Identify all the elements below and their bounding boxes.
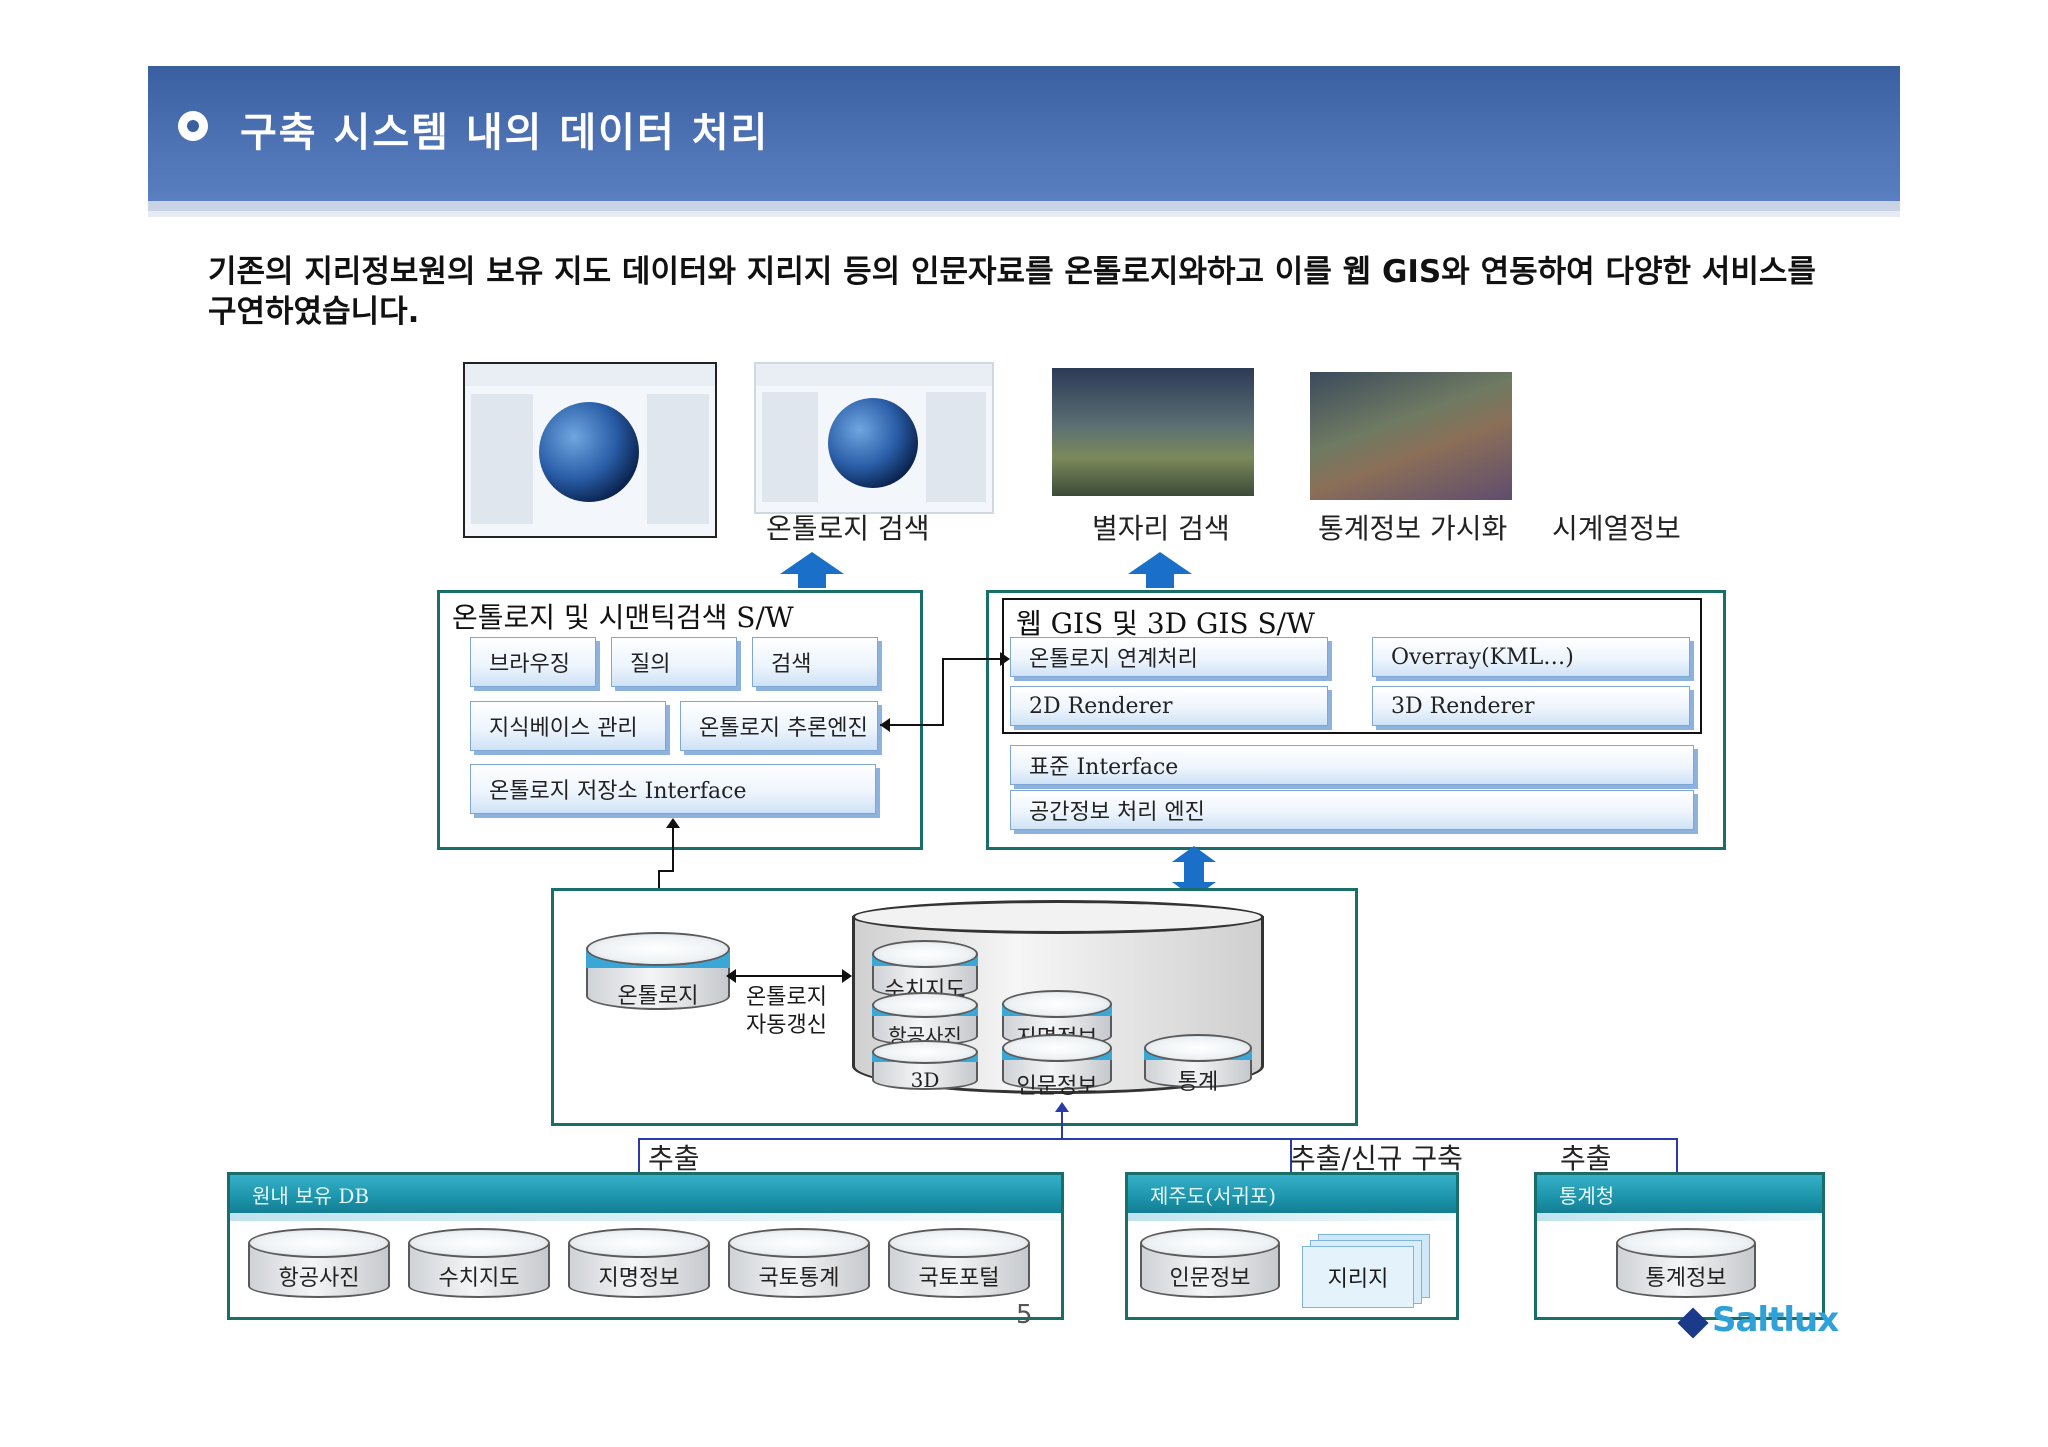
source-item-label: 국토통계 <box>758 1266 840 1291</box>
flow-extract-new-label: 추출/신규 구축 <box>1290 1142 1463 1175</box>
title-banner <box>148 66 1900 201</box>
gis-panel-title: 웹 GIS 및 3D GIS S/W <box>1016 607 1315 640</box>
gis-inner-box <box>1002 598 1702 734</box>
source-cylinder: 국토통계 <box>728 1228 870 1300</box>
ontology-db-label: 온톨로지 <box>617 984 699 1009</box>
source-kostat-title: 통계청 <box>1537 1175 1822 1213</box>
arrow-up-icon <box>780 552 844 574</box>
page-title: 구축 시스템 내의 데이터 처리 <box>240 110 770 156</box>
source-cylinder: 통계정보 <box>1616 1228 1756 1300</box>
extract-line-horizontal <box>638 1138 1678 1140</box>
arrowhead-up-icon <box>666 818 680 828</box>
double-arrow-stem <box>1184 862 1204 882</box>
module-3d-renderer: 3D Renderer <box>1372 686 1690 726</box>
extract-line-vertical <box>1061 1108 1063 1138</box>
double-arrow-up-icon <box>1172 846 1216 862</box>
flow-extract-stats-label: 추출 <box>1560 1142 1612 1175</box>
module-overlay-kml: Overray(KML…) <box>1372 637 1690 677</box>
source-item-label: 항공사진 <box>278 1266 360 1291</box>
3d-cylinder: 3D <box>872 1040 978 1092</box>
brand-logo-text: Saltlux <box>1712 1300 1839 1340</box>
arrow-up-stem <box>798 574 826 588</box>
connector-storage-h <box>658 870 674 872</box>
flow-extract-label: 추출 <box>648 1142 700 1175</box>
connector-storage-down <box>672 822 674 872</box>
arrowhead-right-icon <box>1000 652 1010 666</box>
source-cylinder: 항공사진 <box>248 1228 390 1300</box>
source-item-label: 국토포털 <box>918 1266 1000 1291</box>
connector-horizontal <box>942 658 1008 660</box>
module-query: 질의 <box>611 637 737 687</box>
extract-line-right <box>1676 1138 1678 1174</box>
module-kb-management: 지식베이스 관리 <box>470 701 666 751</box>
extract-line-left <box>638 1138 640 1174</box>
arrowhead-left-icon <box>726 969 736 983</box>
star-search-screenshot <box>1052 368 1254 496</box>
source-cylinder: 인문정보 <box>1140 1228 1280 1300</box>
main-database-top <box>852 900 1264 934</box>
statistics-label: 통계 <box>1177 1070 1219 1095</box>
source-cylinder: 지명정보 <box>568 1228 710 1300</box>
connector-vertical <box>942 658 944 726</box>
module-2d-renderer: 2D Renderer <box>1010 686 1328 726</box>
source-jeju-title: 제주도(서귀포) <box>1128 1175 1456 1213</box>
arrowhead-right-icon <box>842 969 852 983</box>
connector-inference-to-link <box>880 724 942 726</box>
source-cylinder: 수치지도 <box>408 1228 550 1300</box>
page-number: 5 <box>1016 1300 1033 1330</box>
caption-timeseries: 시계열정보 <box>1552 512 1681 545</box>
module-ontology-storage-interface: 온톨로지 저장소 Interface <box>470 764 876 814</box>
arrowhead-up-blue-icon <box>1055 1102 1069 1112</box>
module-inference-engine: 온톨로지 추론엔진 <box>680 701 878 751</box>
portal-screenshot-1 <box>463 362 717 538</box>
source-item-label: 수치지도 <box>438 1266 520 1291</box>
source-item-label: 인문정보 <box>1169 1266 1251 1291</box>
caption-star-search: 별자리 검색 <box>1092 512 1230 545</box>
stats-visual-screenshot <box>1310 372 1512 500</box>
humanities-cylinder: 인문정보 <box>1002 1034 1112 1099</box>
extract-line-mid <box>1290 1138 1292 1174</box>
arrow-up-stem <box>1146 574 1174 588</box>
portal-screenshot-2 <box>754 362 994 514</box>
module-browsing: 브라우징 <box>470 637 596 687</box>
connector-ontology-update <box>732 975 842 977</box>
module-ontology-link: 온톨로지 연계처리 <box>1010 637 1328 677</box>
auto-update-label: 온톨로지 자동갱신 <box>746 985 827 1038</box>
statistics-cylinder: 통계 <box>1144 1034 1252 1095</box>
module-search: 검색 <box>752 637 878 687</box>
circle-bullet-core-icon <box>187 120 199 132</box>
humanities-label: 인문정보 <box>1016 1074 1098 1099</box>
module-spatial-engine: 공간정보 처리 엔진 <box>1010 790 1694 830</box>
source-item-label: 통계정보 <box>1645 1266 1727 1291</box>
ontology-db-cylinder: 온톨로지 <box>586 932 730 1012</box>
module-standard-interface: 표준 Interface <box>1010 745 1694 785</box>
digital-map-cylinder: 수치지도 <box>872 940 978 1003</box>
document-stack-front: 지리지 <box>1302 1246 1414 1308</box>
banner-underline <box>148 201 1900 211</box>
caption-stats-visual: 통계정보 가시화 <box>1318 512 1508 545</box>
ontology-panel-title: 온톨로지 및 시맨틱검색 S/W <box>452 601 794 634</box>
description-text: 기존의 지리정보원의 보유 지도 데이터와 지리지 등의 인문자료를 온톨로지와… <box>208 254 1816 330</box>
3d-label: 3D <box>910 1068 940 1092</box>
source-item-label: 지명정보 <box>598 1266 680 1291</box>
arrow-up-icon <box>1128 552 1192 574</box>
source-ngii-title: 원내 보유 DB <box>230 1175 1061 1213</box>
source-cylinder: 국토포털 <box>888 1228 1030 1300</box>
banner-underline-light <box>148 211 1900 217</box>
caption-ontology-search: 온톨로지 검색 <box>766 512 930 545</box>
arrowhead-left-icon <box>880 718 890 732</box>
